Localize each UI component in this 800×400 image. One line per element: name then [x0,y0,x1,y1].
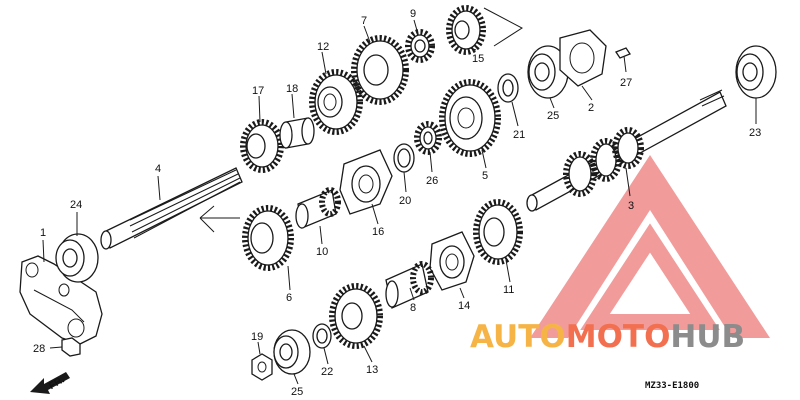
callout-6: 6 [286,292,292,304]
part-1-cover-plate [19,255,103,345]
part-3-mainshaft [526,89,727,212]
diagram-code: MZ33-E1800 [645,381,699,391]
callout-23: 23 [749,127,761,139]
part-17-gear [240,119,284,173]
part-5-gear [439,79,501,157]
part-23-bearing [735,45,777,99]
callout-18: 18 [286,83,298,95]
part-28-bolt [49,337,81,357]
part-2-bearing-plate [559,29,607,87]
part-18-bushing [279,117,315,149]
callout-2: 2 [588,102,594,114]
callout-24: 24 [70,199,82,211]
part-7-gear [351,35,409,105]
callout-28: 28 [33,343,45,355]
callout-7: 7 [361,15,367,27]
callout-17: 17 [252,85,264,97]
callout-1: 1 [40,227,46,239]
part-8-spline-collar [385,261,434,309]
front-direction-arrow-icon [30,372,70,394]
watermark-moto: MOTO [566,319,671,355]
callout-21: 21 [513,129,525,141]
part-11-gear [473,199,523,265]
callout-26: 26 [426,175,438,187]
callout-10: 10 [316,246,328,258]
part-4-countershaft [100,167,243,250]
callout-16: 16 [372,226,384,238]
callout-11: 11 [503,284,514,296]
watermark-text: AUTOMOTOHUB [470,319,745,355]
part-16-shift-gear [339,149,393,215]
part-25-bearing-upper [527,45,569,99]
part-13-gear [329,283,383,349]
callout-12: 12 [317,41,329,53]
callout-14: 14 [458,300,470,312]
part-14-shift-gear [429,231,475,291]
callout-27: 27 [620,77,632,89]
watermark-triangle-logo [530,155,770,338]
leader-lines [42,19,757,385]
callout-9: 9 [410,8,416,20]
part-26-needle-bearing [414,121,442,155]
part-24-bearing [55,233,99,283]
callout-22: 22 [321,366,333,378]
part-10-spline-collar [295,187,341,229]
part-6-gear [199,205,294,271]
callout-25-lower: 25 [291,386,303,398]
callout-3: 3 [628,200,634,212]
part-27-screw [615,47,631,73]
svg-text:AUTOMOTOHUB: AUTOMOTOHUB [470,319,745,355]
part-22-washer [312,323,332,349]
callout-8: 8 [410,302,416,314]
callout-13: 13 [366,364,378,376]
part-20-washer [393,143,415,173]
part-25-bearing-lower [273,329,311,375]
part-12-gear [309,69,363,135]
callout-19: 19 [251,331,263,343]
part-19-nut [251,353,273,381]
part-9-needle-bearing [405,29,435,63]
callout-25-upper: 25 [547,110,559,122]
part-15-gear [446,5,523,55]
callout-5: 5 [482,170,488,182]
callout-labels: 1 2 3 4 5 6 7 8 9 10 11 12 13 14 15 16 1… [33,8,761,398]
watermark-hub: HUB [670,319,745,355]
part-21-washer [497,73,519,103]
callout-20: 20 [399,195,411,207]
watermark-auto: AUTO [470,319,566,355]
callout-4: 4 [155,163,161,175]
callout-15: 15 [472,53,484,65]
